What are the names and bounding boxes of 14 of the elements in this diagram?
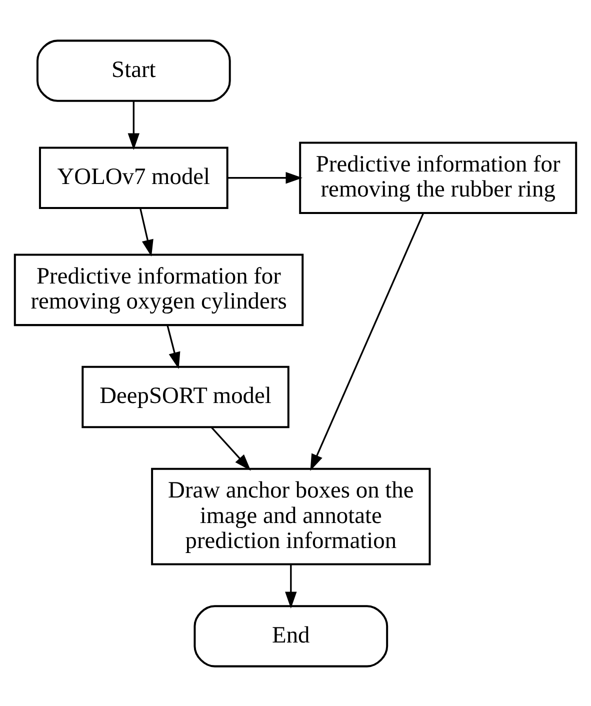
- node-box: Predictive information for removing oxygen cylinders: [14, 253, 304, 326]
- arrow: [210, 426, 251, 470]
- arrow: [128, 100, 140, 150]
- node-box: Draw anchor boxes on the image and annotate prediction information: [151, 467, 431, 565]
- node-box: YOLOv7 model: [38, 146, 228, 208]
- node-box: DeepSORT model: [82, 365, 290, 428]
- node-box: End: [194, 604, 388, 667]
- node-box: Start: [36, 39, 231, 102]
- arrow: [285, 564, 297, 608]
- arrow: [166, 324, 180, 368]
- node-box: Predictive information for removing the rubber ring: [299, 141, 578, 214]
- arrow: [139, 207, 154, 256]
- arrow: [228, 172, 302, 184]
- arrow: [310, 212, 424, 470]
